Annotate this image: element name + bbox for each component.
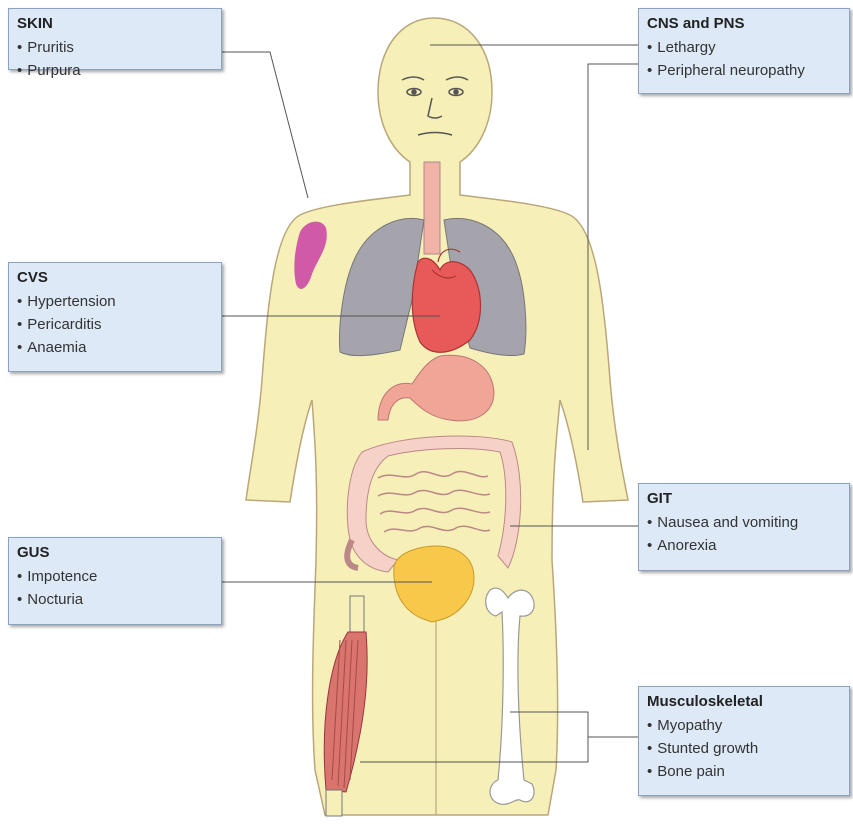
musculoskeletal-item: Myopathy xyxy=(647,714,841,737)
cvs-item: Anaemia xyxy=(17,336,213,359)
cns-title: CNS and PNS xyxy=(647,15,841,32)
muscle-tendon-top xyxy=(350,596,364,636)
skin-item: Purpura xyxy=(17,59,213,82)
right-pupil xyxy=(454,90,458,94)
git-box: GIT Nausea and vomiting Anorexia xyxy=(638,483,850,571)
musculoskeletal-item: Bone pain xyxy=(647,760,841,783)
git-item: Nausea and vomiting xyxy=(647,511,841,534)
musculoskeletal-title: Musculoskeletal xyxy=(647,693,841,710)
gus-box: GUS Impotence Nocturia xyxy=(8,537,222,625)
git-list: Nausea and vomiting Anorexia xyxy=(647,511,841,557)
skin-list: Pruritis Purpura xyxy=(17,36,213,82)
gus-title: GUS xyxy=(17,544,213,561)
cns-box: CNS and PNS Lethargy Peripheral neuropat… xyxy=(638,8,850,94)
heart xyxy=(412,258,480,352)
git-item: Anorexia xyxy=(647,534,841,557)
musculoskeletal-box: Musculoskeletal Myopathy Stunted growth … xyxy=(638,686,850,796)
cns-item: Peripheral neuropathy xyxy=(647,59,841,82)
cvs-item: Hypertension xyxy=(17,290,213,313)
muscle-tendon-bottom xyxy=(326,790,342,816)
cns-item: Lethargy xyxy=(647,36,841,59)
musculoskeletal-item: Stunted growth xyxy=(647,737,841,760)
musculoskeletal-list: Myopathy Stunted growth Bone pain xyxy=(647,714,841,783)
skin-leader xyxy=(222,52,308,198)
skin-box: SKIN Pruritis Purpura xyxy=(8,8,222,70)
git-title: GIT xyxy=(647,490,841,507)
gus-item: Nocturia xyxy=(17,588,213,611)
gus-list: Impotence Nocturia xyxy=(17,565,213,611)
cvs-box: CVS Hypertension Pericarditis Anaemia xyxy=(8,262,222,372)
cns-list: Lethargy Peripheral neuropathy xyxy=(647,36,841,82)
gus-item: Impotence xyxy=(17,565,213,588)
cvs-item: Pericarditis xyxy=(17,313,213,336)
skin-item: Pruritis xyxy=(17,36,213,59)
left-pupil xyxy=(412,90,416,94)
cvs-title: CVS xyxy=(17,269,213,286)
skin-title: SKIN xyxy=(17,15,213,32)
cvs-list: Hypertension Pericarditis Anaemia xyxy=(17,290,213,359)
trachea xyxy=(424,162,440,254)
